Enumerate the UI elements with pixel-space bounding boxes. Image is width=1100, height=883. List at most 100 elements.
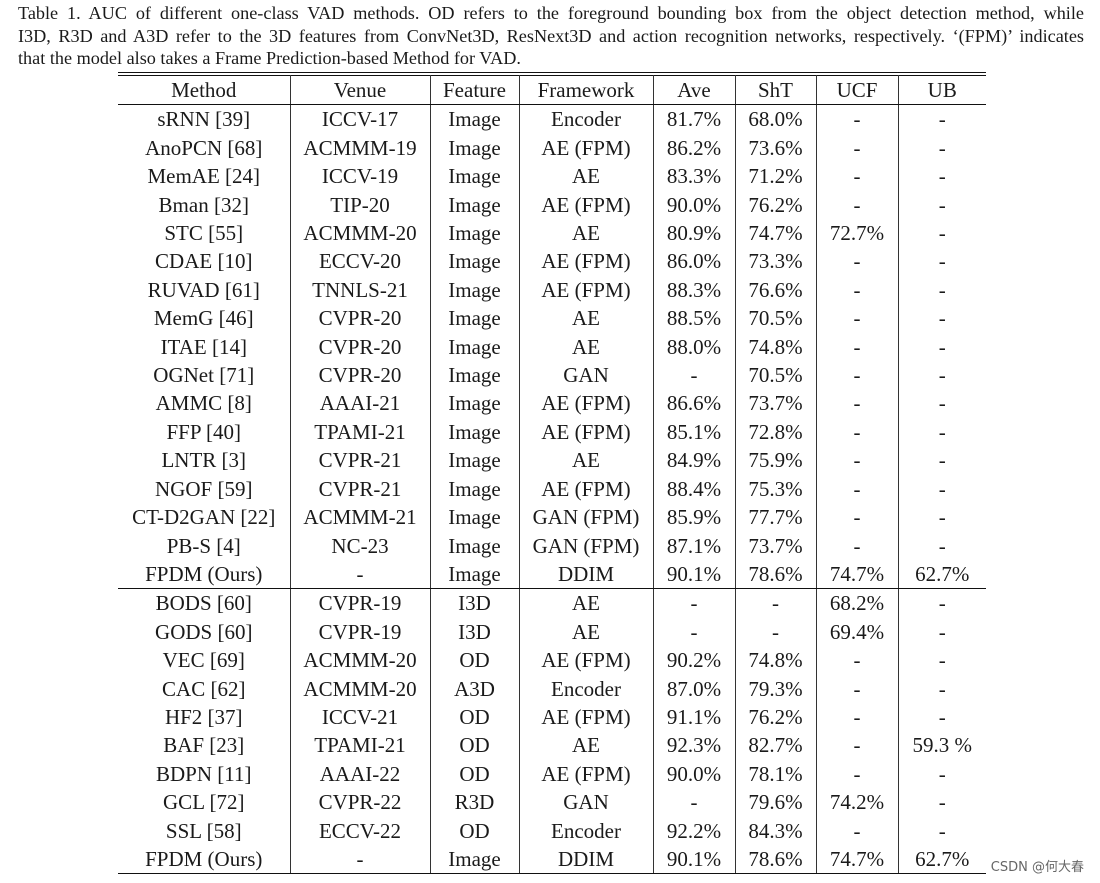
cell-ave: 84.9% xyxy=(652,446,735,475)
cell-framework: GAN (FPM) xyxy=(518,531,653,560)
cell-venue: NC-23 xyxy=(289,531,430,560)
header-ub: UB xyxy=(897,75,986,106)
cell-framework: AE xyxy=(518,617,653,647)
top-rule xyxy=(118,72,986,73)
cell-venue: CVPR-21 xyxy=(289,474,430,504)
cell-sht: 74.8% xyxy=(734,646,816,675)
cell-framework: GAN (FPM) xyxy=(518,503,653,532)
cell-framework: AE (FPM) xyxy=(518,417,653,447)
cell-feature: Image xyxy=(429,247,519,276)
cell-feature: Image xyxy=(429,474,519,504)
cell-framework: DDIM xyxy=(518,844,653,875)
cell-ucf: - xyxy=(815,104,898,134)
cell-method: VEC [69] xyxy=(162,648,245,673)
cell-framework: GAN xyxy=(518,788,653,817)
cell-feature: Image xyxy=(429,104,519,134)
cell-sht: 74.8% xyxy=(734,332,816,362)
cell-ave: 88.3% xyxy=(652,275,735,305)
header-ucf: UCF xyxy=(815,75,898,106)
cell-framework: AE (FPM) xyxy=(518,133,653,163)
cell-framework: AE (FPM) xyxy=(518,247,653,276)
cell-venue: ACMMM-20 xyxy=(289,646,430,675)
cell-feature: OD xyxy=(429,646,519,675)
cell-ave: 88.5% xyxy=(652,304,735,333)
cell-framework: AE (FPM) xyxy=(518,702,653,732)
cell-method: MemAE [24] xyxy=(147,164,261,189)
cell-ave: 87.1% xyxy=(652,531,735,560)
cell-ub: - xyxy=(897,162,986,191)
cell-ucf: - xyxy=(815,162,898,191)
header-ave: Ave xyxy=(652,75,735,106)
cell-feature: Image xyxy=(429,162,519,191)
cell-ub: - xyxy=(897,446,986,475)
cell-ub: - xyxy=(897,588,986,618)
cell-method: STC [55] xyxy=(164,221,244,246)
cell-ucf: - xyxy=(815,417,898,447)
cell-feature: Image xyxy=(429,332,519,362)
cell-ub: 59.3 % xyxy=(897,731,986,760)
cell-sht: 79.3% xyxy=(734,674,816,703)
cell-sht: 73.7% xyxy=(734,531,816,560)
cell-framework: AE (FPM) xyxy=(518,190,653,220)
header-sht: ShT xyxy=(734,75,816,106)
cell-ub: - xyxy=(897,275,986,305)
cell-ucf: - xyxy=(815,503,898,532)
caption-line-2: I3D, R3D and A3D refer to the 3D feature… xyxy=(18,25,1084,46)
cell-feature: Image xyxy=(429,417,519,447)
cell-framework: AE (FPM) xyxy=(518,474,653,504)
cell-ub: - xyxy=(897,247,986,276)
cell-ave: - xyxy=(652,617,735,647)
cell-ub: - xyxy=(897,104,986,134)
cell-ave: 92.3% xyxy=(652,731,735,760)
cell-ucf: - xyxy=(815,646,898,675)
cell-ave: 90.2% xyxy=(652,646,735,675)
cell-ucf: 74.7% xyxy=(815,559,898,590)
cell-method: BODS [60] xyxy=(118,588,290,618)
cell-method: BDPN [11] xyxy=(156,761,252,786)
cell-ucf: - xyxy=(815,674,898,703)
cell-venue: CVPR-22 xyxy=(289,788,430,817)
cell-ave: - xyxy=(652,588,735,618)
cell-sht: 78.1% xyxy=(734,759,816,789)
cell-method: RUVAD [61] xyxy=(147,277,260,302)
cell-feature: Image xyxy=(429,503,519,532)
cell-venue: ECCV-20 xyxy=(289,247,430,276)
cell-framework: AE (FPM) xyxy=(518,646,653,675)
cell-feature: Image xyxy=(429,219,519,248)
cell-method: GCL [72] xyxy=(163,790,245,815)
cell-ucf: - xyxy=(815,247,898,276)
cell-ave: 92.2% xyxy=(652,816,735,845)
cell-ucf: 69.4% xyxy=(815,617,898,647)
cell-ave: - xyxy=(652,361,735,390)
cell-feature: Image xyxy=(429,275,519,305)
caption-line-1: Table 1. AUC of different one-class VAD … xyxy=(18,3,1084,23)
cell-venue: CVPR-20 xyxy=(289,332,430,362)
cell-ave: 86.2% xyxy=(652,133,735,163)
cell-sht: 78.6% xyxy=(734,559,816,590)
cell-ucf: - xyxy=(815,133,898,163)
cell-ucf: - xyxy=(815,702,898,732)
watermark: CSDN @何大春 xyxy=(990,860,1084,875)
cell-framework: AE xyxy=(518,162,653,191)
cell-ucf: - xyxy=(815,816,898,845)
cell-feature: Image xyxy=(429,304,519,333)
cell-venue: ACMMM-20 xyxy=(289,219,430,248)
caption-line-3: that the model also takes a Frame Predic… xyxy=(18,48,521,69)
cell-ub: - xyxy=(897,332,986,362)
cell-ub: - xyxy=(897,190,986,220)
cell-ucf: 68.2% xyxy=(815,588,898,618)
cell-ub: - xyxy=(897,531,986,560)
cell-framework: AE xyxy=(518,304,653,333)
cell-feature: R3D xyxy=(429,788,519,817)
